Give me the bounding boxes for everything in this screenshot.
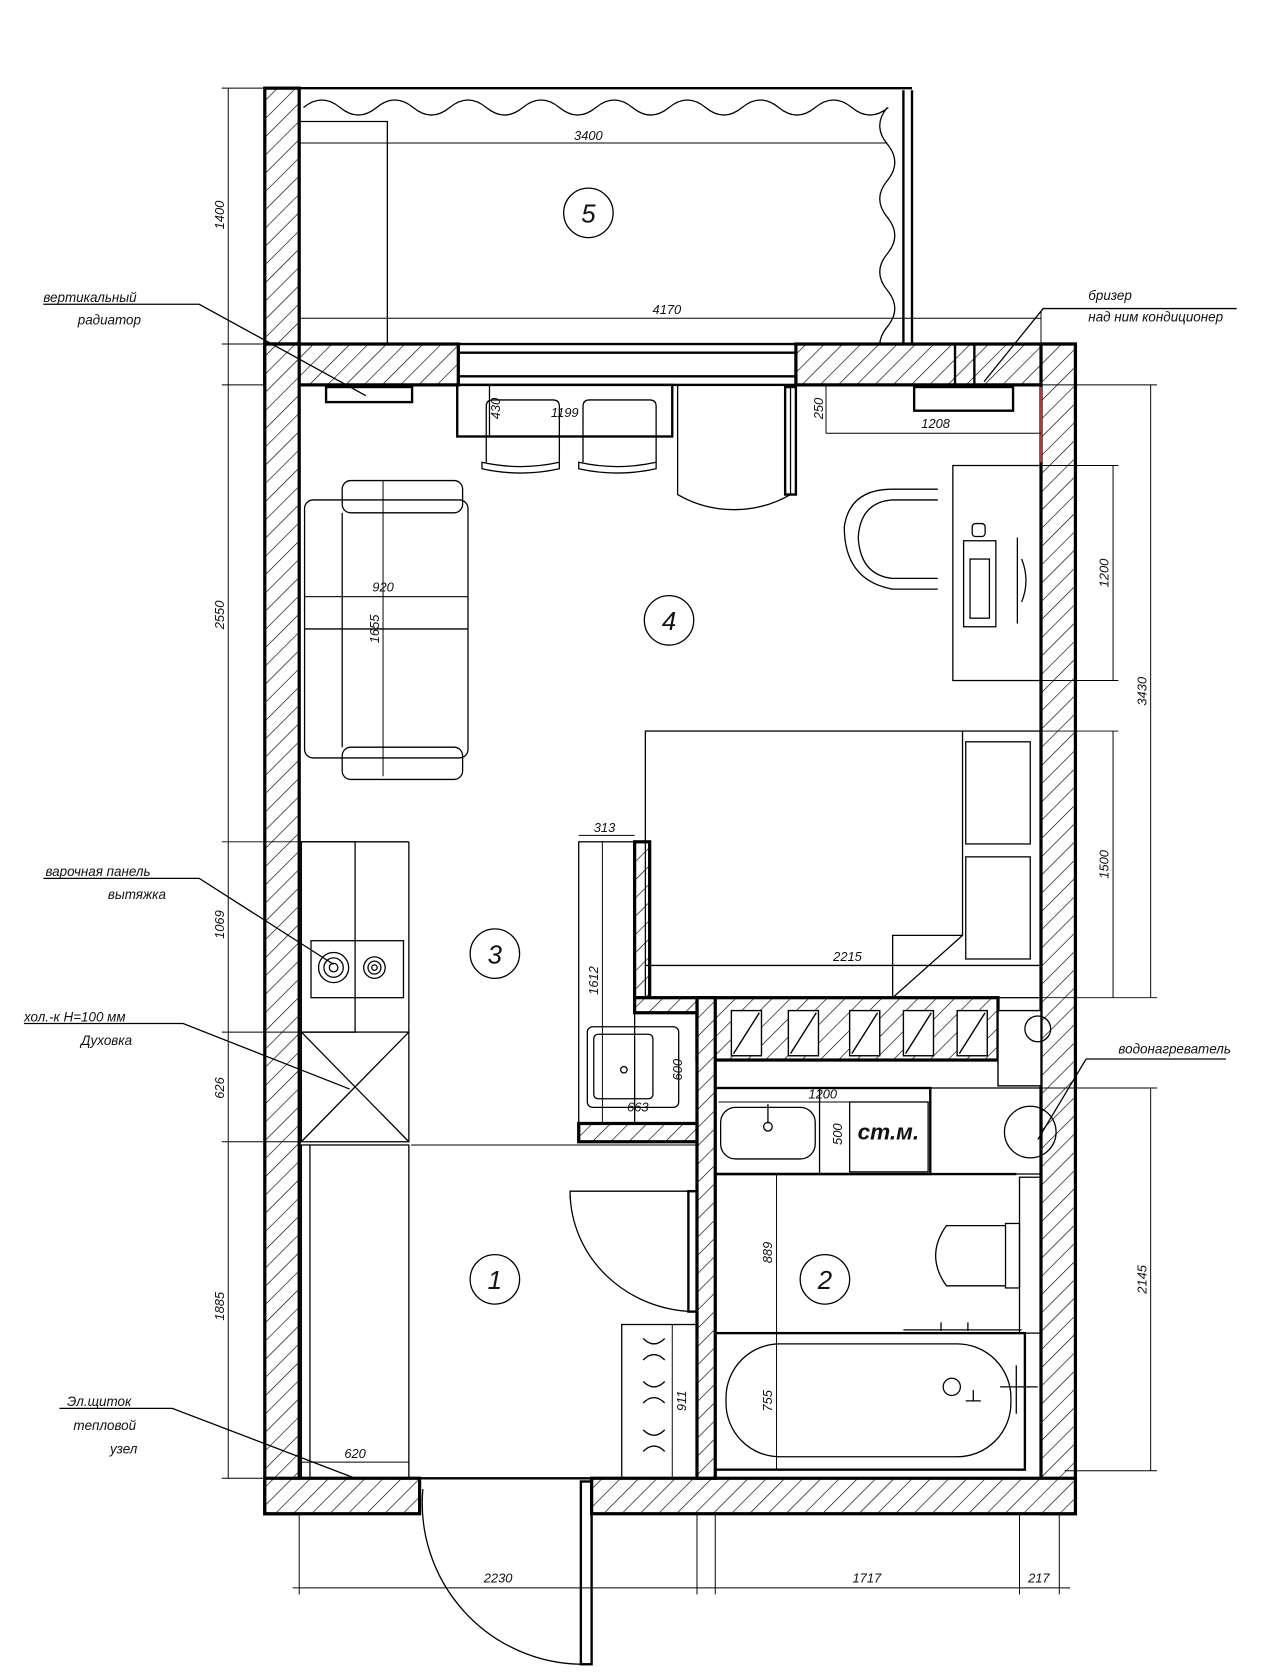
room-markers: 5 4 3 1 2 bbox=[469, 187, 851, 1305]
dim-bottom-left: 2230 bbox=[483, 1571, 514, 1586]
dim-window-height: 430 bbox=[488, 397, 503, 419]
oven-label: Духовка bbox=[79, 1033, 132, 1048]
room-marker-3: 3 bbox=[469, 928, 521, 979]
dim-window-width: 1199 bbox=[551, 405, 579, 420]
dim-sink-depth: 600 bbox=[670, 1058, 685, 1080]
dim-counter-length: 1612 bbox=[586, 966, 601, 995]
dim-bath-total: 2145 bbox=[1134, 1264, 1149, 1295]
bathtub bbox=[714, 1322, 1038, 1471]
dim-counter-width: 313 bbox=[594, 820, 616, 835]
dim-living-height: 2550 bbox=[212, 600, 227, 631]
dim-bed-length: 1500 bbox=[1097, 849, 1112, 879]
water-heater bbox=[1003, 1105, 1057, 1159]
dim-bottom-mid: 1717 bbox=[853, 1571, 883, 1586]
dim-wardrobe-depth: 911 bbox=[674, 1391, 689, 1412]
room-marker-4: 4 bbox=[643, 594, 695, 646]
ventilation-shafts bbox=[730, 1009, 1052, 1087]
panel-label-3: узел bbox=[109, 1442, 138, 1457]
dim-balcony-inner: 3400 bbox=[574, 128, 604, 143]
dim-wm-width: 500 bbox=[830, 1123, 845, 1145]
fridge-oven bbox=[300, 1031, 410, 1143]
bathroom-door[interactable] bbox=[569, 1190, 697, 1313]
dim-balcony-outer: 4170 bbox=[653, 302, 683, 317]
wardrobe bbox=[621, 1323, 698, 1479]
breezer-label: бризер bbox=[1088, 288, 1132, 303]
toilet bbox=[935, 1222, 1021, 1289]
dim-desk-length: 1200 bbox=[1097, 558, 1112, 588]
window bbox=[456, 342, 798, 511]
washing-machine bbox=[848, 1101, 929, 1173]
svg-text:5: 5 bbox=[581, 201, 596, 229]
hob bbox=[310, 940, 405, 999]
curtain bbox=[303, 99, 896, 364]
svg-text:4: 4 bbox=[662, 608, 676, 636]
dimension-labels: 3400 4170 1400 2550 1069 626 1885 430 11… bbox=[212, 128, 1149, 1586]
dim-kitchen-hob: 1069 bbox=[212, 910, 227, 939]
balcony bbox=[263, 86, 914, 364]
annotations: вертикальный радиатор бризер над ним кон… bbox=[23, 288, 1237, 1479]
hob-label-2: вытяжка bbox=[108, 887, 166, 902]
breezer-label-2: над ним кондиционер bbox=[1088, 309, 1223, 324]
panel-label-2: тепловой bbox=[73, 1418, 136, 1433]
entrance-door[interactable] bbox=[419, 1477, 593, 1666]
balcony-wall bbox=[263, 86, 301, 346]
dim-sofa-width: 920 bbox=[372, 579, 394, 594]
dim-sink-width: 663 bbox=[627, 1100, 649, 1115]
desk bbox=[843, 464, 1042, 682]
dim-bath-counter: 1200 bbox=[808, 1087, 838, 1102]
dim-room-total: 3430 bbox=[1134, 676, 1149, 706]
dim-sofa-length: 1655 bbox=[367, 614, 382, 644]
panel-label: Эл.щиток bbox=[67, 1394, 132, 1409]
bathroom bbox=[714, 1086, 1057, 1471]
sofa bbox=[303, 479, 469, 781]
svg-text:3: 3 bbox=[488, 941, 503, 969]
dim-bath-clearance: 889 bbox=[760, 1242, 775, 1264]
fridge-label: хол.-к H=100 мм bbox=[23, 1009, 126, 1024]
dim-kitchen-fridge: 626 bbox=[212, 1076, 227, 1098]
dim-hall-length: 1885 bbox=[212, 1291, 227, 1321]
dim-balcony-depth: 1400 bbox=[212, 200, 227, 230]
kitchen-sink bbox=[586, 1026, 680, 1108]
office-chair bbox=[843, 488, 938, 590]
room-marker-5: 5 bbox=[563, 187, 614, 239]
door-balcony[interactable] bbox=[676, 384, 792, 511]
breezer-unit bbox=[912, 385, 1015, 412]
hob-label: варочная панель bbox=[45, 864, 150, 879]
radiator-label-2: радиатор bbox=[77, 313, 142, 328]
room-marker-2: 2 bbox=[799, 1253, 851, 1305]
dim-hall-cabinet: 620 bbox=[344, 1446, 366, 1461]
walls bbox=[263, 342, 1078, 1516]
dim-sill-depth: 250 bbox=[811, 397, 826, 420]
dim-tub-width: 755 bbox=[760, 1389, 775, 1411]
radiator-label: вертикальный bbox=[43, 290, 137, 305]
dimension-lines bbox=[221, 87, 1158, 1595]
dim-bed-width: 2215 bbox=[832, 949, 863, 964]
dim-bottom-right: 217 bbox=[1027, 1571, 1050, 1586]
svg-text:1: 1 bbox=[488, 1267, 502, 1295]
water-heater-label: водонагреватель bbox=[1118, 1042, 1230, 1057]
washing-machine-label: ст.м. bbox=[858, 1120, 920, 1145]
dim-breezer-width: 1208 bbox=[921, 416, 951, 431]
bar-chairs bbox=[481, 399, 657, 474]
svg-text:2: 2 bbox=[817, 1267, 832, 1295]
radiator bbox=[324, 385, 414, 404]
room-marker-1: 1 bbox=[469, 1253, 521, 1305]
